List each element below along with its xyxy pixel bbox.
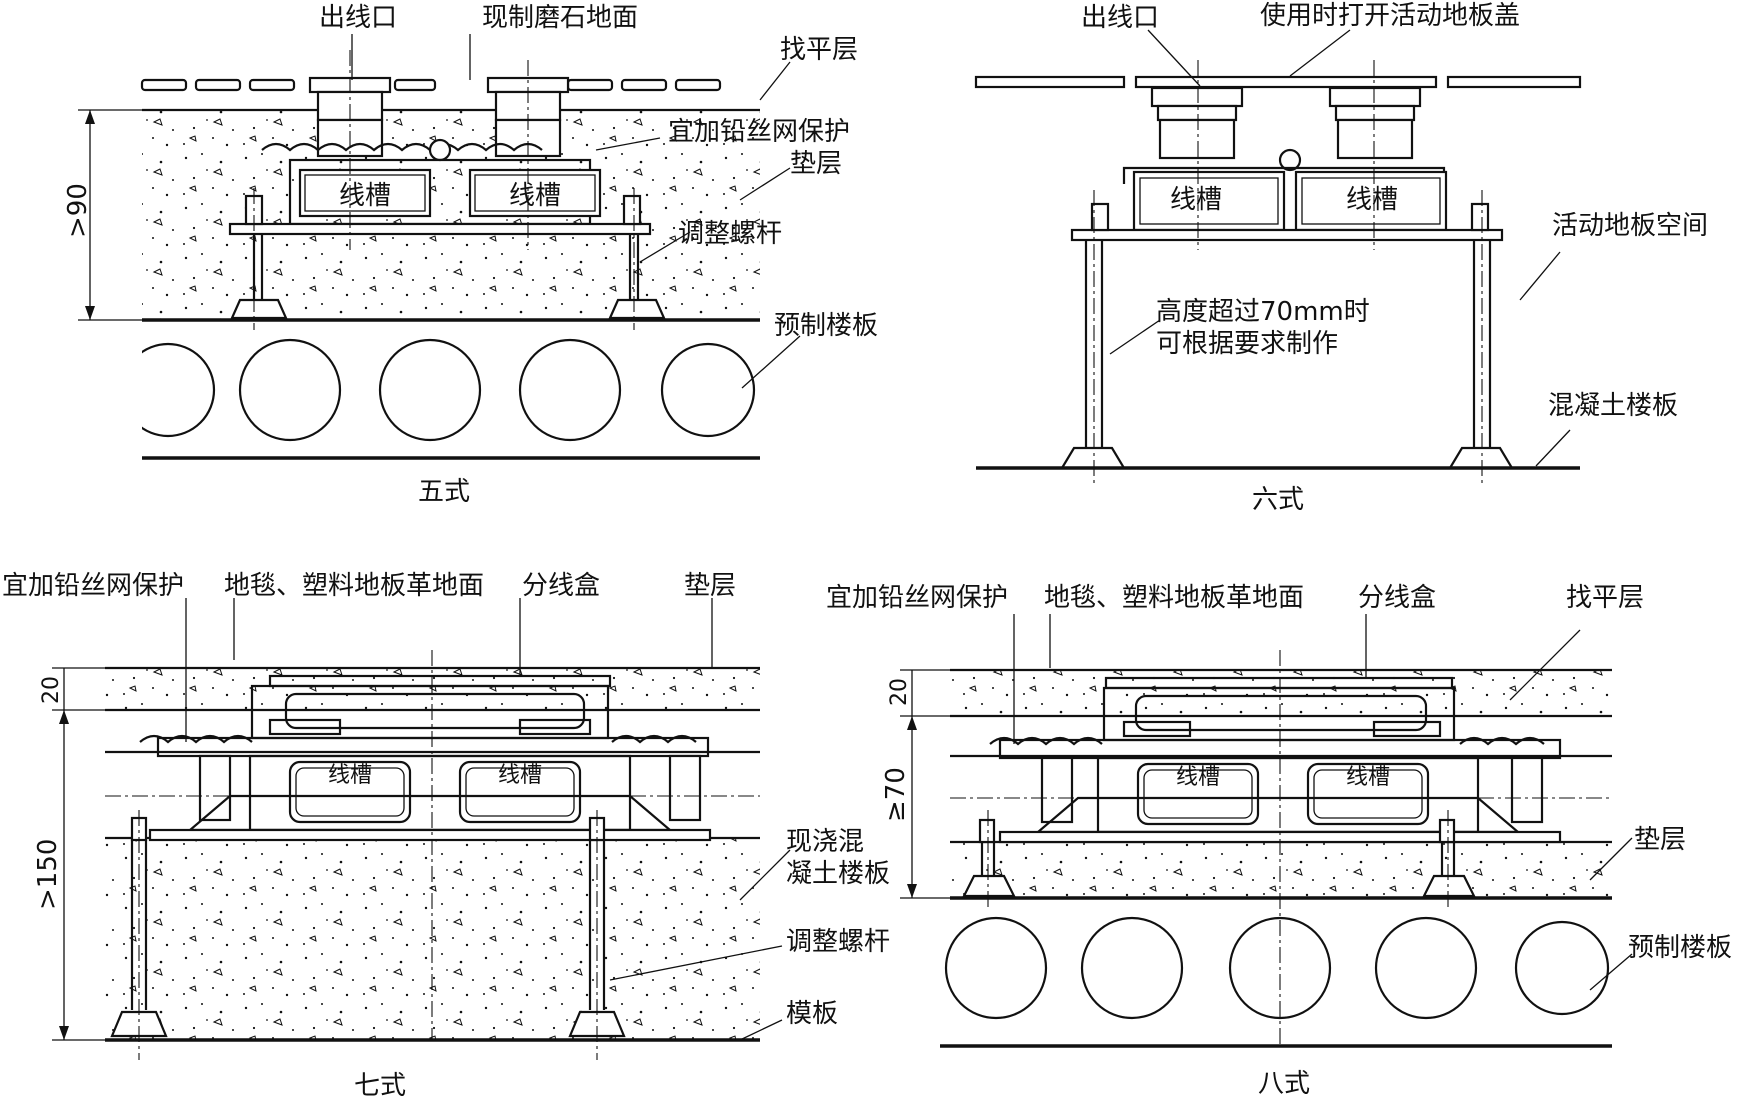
label-slab: 预制楼板	[1628, 933, 1732, 963]
adjusting-screw	[962, 818, 1016, 898]
label-screw: 调整螺杆	[678, 219, 782, 249]
label-terrazzo: 现制磨石地面	[482, 3, 638, 33]
adjusting-screw	[568, 816, 626, 1038]
dimension-text: 20	[887, 678, 912, 706]
label-outlet: 出线口	[319, 3, 397, 33]
terrazzo-tiles	[140, 78, 722, 92]
support-bar	[148, 828, 712, 842]
dimension-text: >150	[33, 839, 63, 910]
label-note-2: 可根据要求制作	[1156, 329, 1338, 359]
label-formwork: 模板	[786, 999, 838, 1029]
label-junction: 分线盒	[1358, 583, 1436, 613]
trough-label: 线槽	[328, 763, 372, 788]
label-leveling: 找平层	[780, 35, 858, 65]
label-cushion: 垫层	[1634, 825, 1686, 855]
label-leveling: 找平层	[1566, 583, 1644, 613]
label-outlet: 出线口	[1081, 3, 1159, 33]
label-carpet: 地毯、塑料地板革地面	[1044, 583, 1304, 613]
dimension-text: ≥70	[881, 767, 911, 822]
panel-six: 线槽 线槽 出线口 使用时打开活动地板盖 活动地板空间 高度超过70	[974, 1, 1708, 515]
label-screw: 调整螺杆	[786, 927, 890, 957]
label-mesh: 宜加铅丝网保护	[826, 583, 1008, 613]
support-bar	[228, 222, 652, 236]
dimension-height: >90	[63, 109, 142, 321]
adjusting-screw	[608, 194, 666, 320]
label-space: 活动地板空间	[1552, 211, 1708, 241]
support-leg	[1448, 202, 1514, 470]
dimension-text: >90	[63, 183, 93, 238]
label-cast-1: 现浇混	[786, 827, 864, 857]
label-carpet: 地毯、塑料地板革地面	[224, 571, 484, 601]
label-cast-2: 凝土楼板	[786, 859, 890, 889]
label-slab: 预制楼板	[774, 311, 878, 341]
support-bar	[1070, 228, 1504, 242]
dimension-top: 20	[887, 669, 950, 717]
trough-label: 线槽	[1346, 765, 1390, 790]
caption-six: 六式	[1252, 485, 1304, 515]
panel-eight: 线槽 线槽	[826, 583, 1732, 1099]
trough-label: 线槽	[1176, 765, 1220, 790]
adjusting-screw	[110, 816, 168, 1038]
caption-seven: 七式	[354, 1071, 406, 1101]
label-junction: 分线盒	[522, 571, 600, 601]
label-concrete: 混凝土楼板	[1548, 391, 1678, 421]
dimension-text: 20	[39, 676, 64, 704]
label-cushion: 垫层	[790, 149, 842, 179]
trough-label: 线槽	[498, 763, 542, 788]
dimension-height: >150	[33, 710, 105, 1041]
adjusting-screw	[1422, 818, 1476, 898]
outlet-left	[1150, 86, 1244, 160]
caption-five: 五式	[418, 477, 470, 507]
label-note-1: 高度超过70mm时	[1156, 297, 1370, 327]
panel-seven: 线槽 线槽 20	[2, 571, 890, 1101]
label-cover: 使用时打开活动地板盖	[1260, 1, 1520, 31]
trough-label: 线槽	[509, 181, 561, 211]
label-cushion: 垫层	[684, 571, 736, 601]
support-leg	[1060, 202, 1126, 470]
caption-eight: 八式	[1258, 1069, 1310, 1099]
label-mesh: 宜加铅丝网保护	[668, 117, 850, 147]
label-mesh: 宜加铅丝网保护	[2, 571, 184, 601]
trough-label: 线槽	[1346, 185, 1398, 215]
dimension-height: ≥70	[881, 716, 950, 899]
trough-label: 线槽	[1170, 185, 1222, 215]
precast-slab	[120, 325, 782, 460]
precast-slab	[940, 916, 1612, 1048]
outlet-right	[1328, 86, 1422, 160]
panel-five: 线槽 线槽 >90	[63, 3, 878, 507]
wire-mesh	[261, 142, 543, 152]
trough-label: 线槽	[339, 181, 391, 211]
dimension-top: 20	[39, 667, 105, 711]
